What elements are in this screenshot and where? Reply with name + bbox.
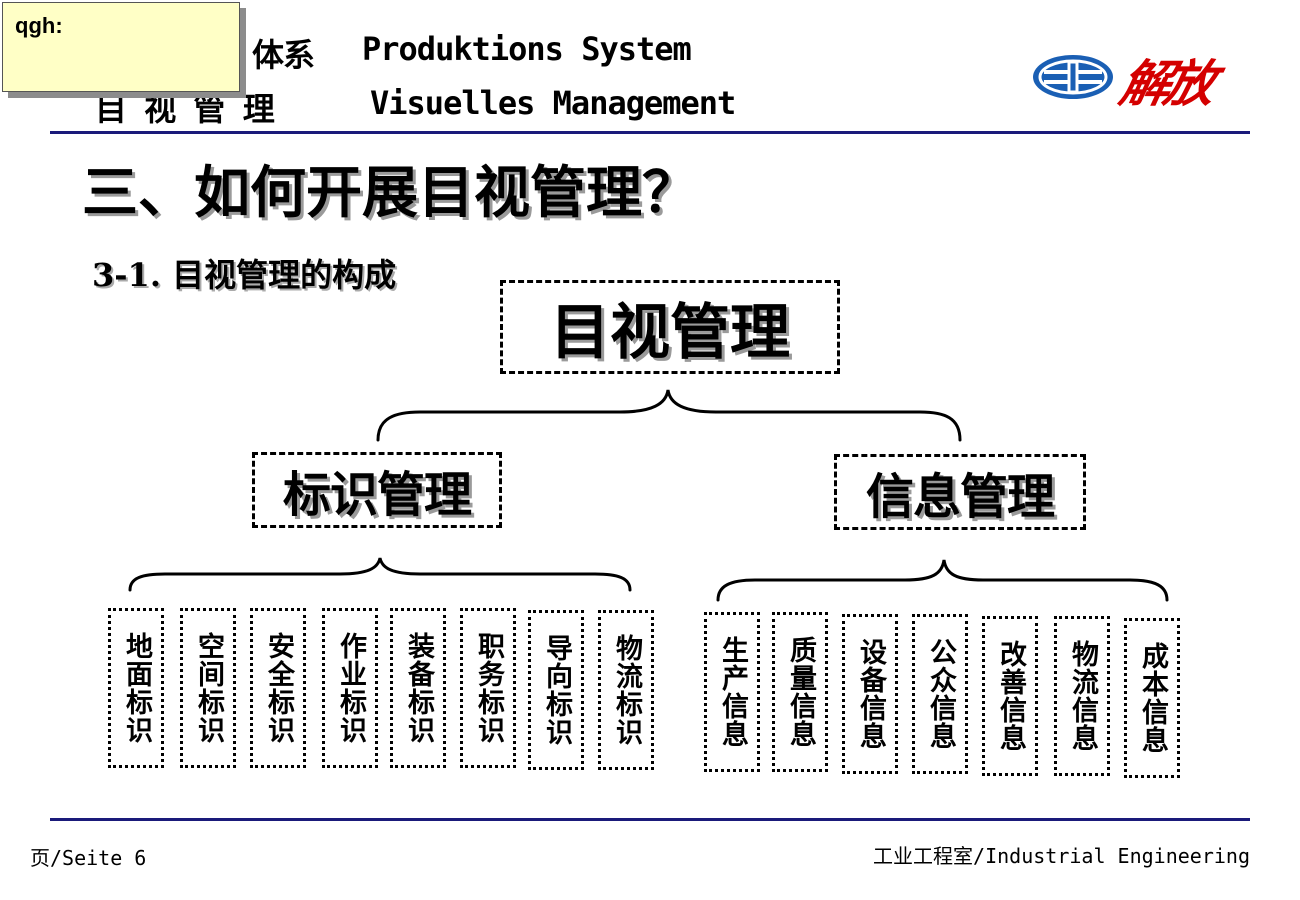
leaf-marking-6: 职务标识 (460, 608, 516, 768)
left-brace (128, 557, 632, 592)
root-node-label: 目视管理 (550, 297, 790, 368)
leaf-info-6: 物流信息 (1054, 616, 1110, 776)
page-title: 三、如何开展目视管理？ (82, 161, 698, 226)
node-marking-management-label: 标识管理 (282, 467, 472, 523)
leaf-marking-7: 导向标识 (528, 610, 584, 770)
header-rule (50, 131, 1250, 134)
leaf-marking-8: 物流标识 (598, 610, 654, 770)
leaf-info-3: 设备信息 (842, 614, 898, 774)
leaf-label: 质量信息 (785, 636, 816, 748)
leaf-info-5: 改善信息 (982, 616, 1038, 776)
faw-emblem-icon (1033, 55, 1113, 99)
footer-rule (50, 818, 1250, 821)
leaf-label: 成本信息 (1137, 642, 1168, 754)
section-subtitle: 3-1. 目视管理的构成 (92, 256, 397, 294)
comment-note[interactable]: qgh: (2, 2, 240, 92)
comment-note-text: qgh: (15, 13, 63, 38)
leaf-info-2: 质量信息 (772, 612, 828, 772)
leaf-info-7: 成本信息 (1124, 618, 1180, 778)
header-title-cn: 体系 (252, 36, 315, 74)
leaf-label: 安全标识 (263, 632, 294, 744)
node-information-management-label: 信息管理 (865, 469, 1055, 525)
node-marking-management: 标识管理 (252, 452, 502, 528)
node-information-management: 信息管理 (834, 454, 1086, 530)
leaf-label: 生产信息 (717, 636, 748, 748)
leaf-marking-3: 安全标识 (250, 608, 306, 768)
leaf-marking-2: 空间标识 (180, 608, 236, 768)
leaf-label: 空间标识 (193, 632, 224, 744)
leaf-marking-5: 装备标识 (390, 608, 446, 768)
leaf-label: 物流信息 (1067, 640, 1098, 752)
leaf-label: 装备标识 (403, 632, 434, 744)
leaf-info-1: 生产信息 (704, 612, 760, 772)
department-label: 工业工程室/Industrial Engineering (873, 844, 1250, 868)
right-brace (716, 559, 1169, 602)
header-title-de: Produktions System (362, 30, 692, 68)
header-subtitle-de: Visuelles Management (370, 84, 736, 122)
root-node: 目视管理 (500, 280, 840, 374)
leaf-label: 设备信息 (855, 638, 886, 750)
leaf-label: 物流标识 (611, 634, 642, 746)
leaf-marking-4: 作业标识 (322, 608, 378, 768)
leaf-marking-1: 地面标识 (108, 608, 164, 768)
page-number: 页/Seite 6 (30, 846, 147, 870)
root-brace (376, 389, 962, 442)
faw-logo: 解放 (1030, 50, 1220, 113)
leaf-info-4: 公众信息 (912, 614, 968, 774)
leaf-label: 导向标识 (541, 634, 572, 746)
leaf-label: 公众信息 (925, 638, 956, 750)
leaf-label: 作业标识 (335, 632, 366, 744)
leaf-label: 职务标识 (473, 632, 504, 744)
leaf-label: 地面标识 (121, 632, 152, 744)
header-subtitle-cn: 目 视 管 理 (95, 90, 275, 128)
leaf-label: 改善信息 (995, 640, 1026, 752)
